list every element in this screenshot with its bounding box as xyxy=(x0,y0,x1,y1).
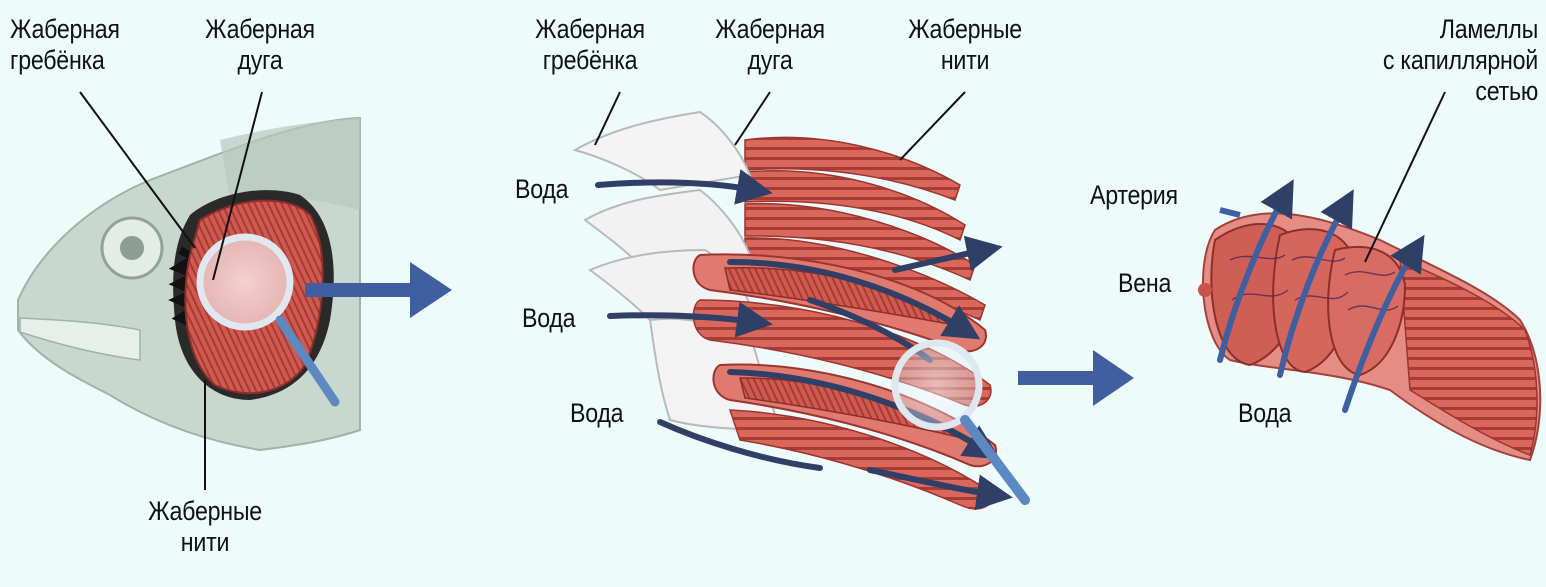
label-water-right: Вода xyxy=(1238,398,1291,429)
label-water-2: Вода xyxy=(522,303,575,334)
mid-magnifier-lens xyxy=(895,343,979,427)
label-mid-gill-filaments: Жаберные нити xyxy=(892,14,1038,76)
arrow-to-lamellae xyxy=(1018,350,1134,406)
label-fish-gill-filaments: Жаберные нити xyxy=(132,496,278,558)
gill-raker-upper xyxy=(575,112,750,190)
label-water-1: Вода xyxy=(515,174,568,205)
vein-vessel xyxy=(1198,283,1212,297)
gill-arch-section xyxy=(575,112,1025,509)
label-water-3: Вода xyxy=(570,398,623,429)
label-fish-gill-rakers: Жаберная гребёнка xyxy=(10,14,120,76)
artery-vessel xyxy=(1220,210,1240,215)
label-mid-gill-rakers: Жаберная гребёнка xyxy=(517,14,663,76)
label-artery: Артерия xyxy=(1090,180,1178,211)
label-vein: Вена xyxy=(1118,268,1171,299)
label-fish-gill-arch: Жаберная дуга xyxy=(191,14,329,76)
label-mid-gill-arch: Жаберная дуга xyxy=(701,14,839,76)
label-lamellae: Ламеллы с капиллярной сетью xyxy=(1359,14,1538,107)
